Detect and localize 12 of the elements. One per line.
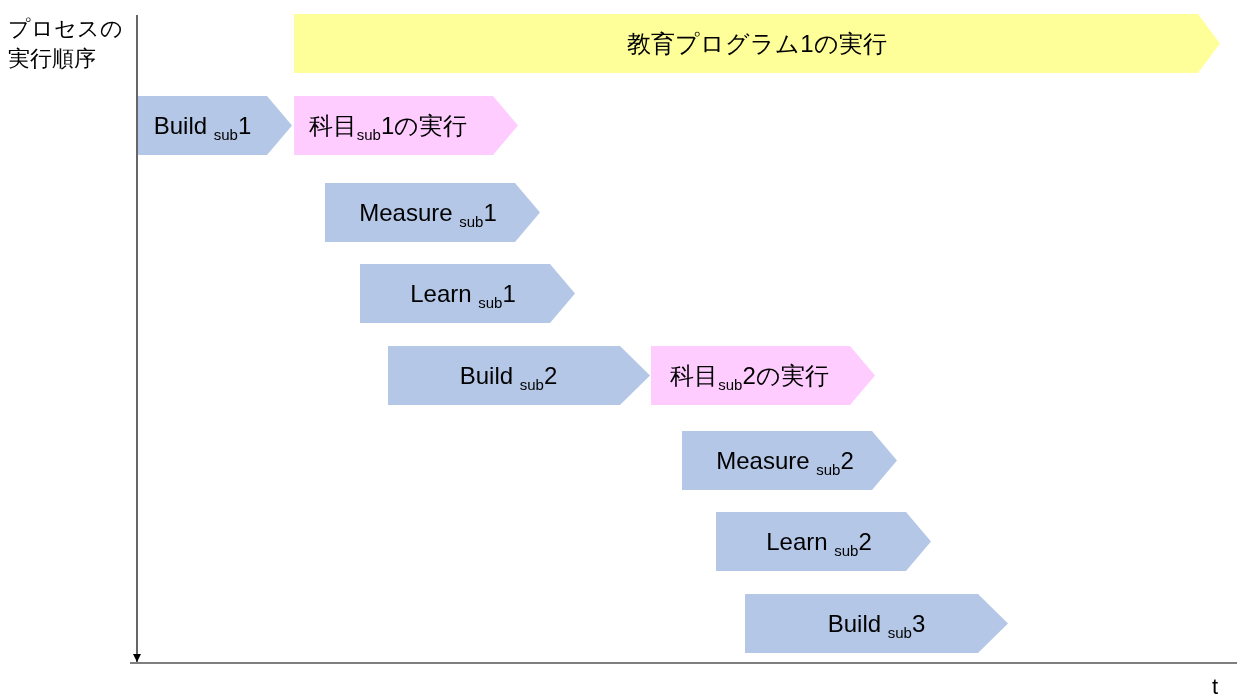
process-step-bar: Learn $_{sub}$1 bbox=[360, 264, 575, 323]
process-step-bar: 科目$_{sub}$1の実行 bbox=[294, 96, 518, 155]
axis-label: t bbox=[1212, 673, 1220, 695]
process-step-bar: 科目$_{sub}$2の実行 bbox=[651, 346, 875, 405]
axis-label: プロセスの実行順序 bbox=[8, 15, 124, 73]
process-step-bar: Build $_{sub}$1 bbox=[138, 96, 292, 155]
process-step-bar: 教育プログラム1の実行 bbox=[294, 14, 1220, 73]
process-step-bar: Build $_{sub}$3 bbox=[745, 594, 1008, 653]
process-step-bar: Measure $_{sub}$1 bbox=[325, 183, 540, 242]
process-step-bar: Measure $_{sub}$2 bbox=[682, 431, 897, 490]
process-step-bar: Learn $_{sub}$2 bbox=[716, 512, 931, 571]
process-step-bar: Build $_{sub}$2 bbox=[388, 346, 650, 405]
